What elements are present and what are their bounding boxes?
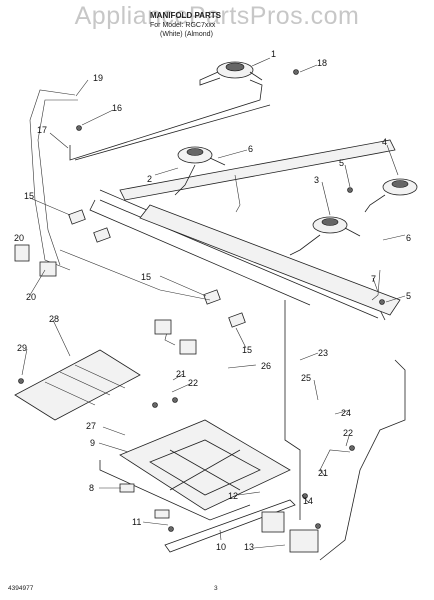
callout-22b: 22: [343, 428, 353, 438]
callout-15b: 15: [141, 272, 151, 282]
harness-bracket-b: [39, 261, 57, 277]
burner-3: [289, 216, 361, 256]
callout-5b: 5: [406, 291, 411, 301]
igniter-wire-right: [371, 269, 381, 301]
color-line: (White) (Almond): [160, 31, 213, 38]
callout-27: 27: [86, 421, 96, 431]
doc-number: 4394977: [8, 585, 34, 592]
callout-29: 29: [17, 343, 27, 353]
callout-7: 7: [371, 274, 376, 284]
oven-burner-frame: [149, 439, 261, 496]
callout-17: 17: [37, 125, 47, 135]
callout-21a: 21: [176, 369, 186, 379]
harness-bracket-c: [154, 319, 172, 335]
callout-15c: 15: [242, 345, 252, 355]
callout-3: 3: [314, 175, 319, 185]
manifold-support-plate: [139, 204, 401, 316]
burner-1: [199, 61, 263, 86]
oven-burner-rod: [164, 499, 296, 553]
oven-valve: [289, 529, 319, 553]
heat-shield-ribs: [44, 364, 126, 406]
igniter-wire-top: [234, 174, 241, 213]
callout-10: 10: [216, 542, 226, 552]
callout-13: 13: [244, 542, 254, 552]
oven-bracket-a: [119, 483, 135, 493]
callout-14: 14: [303, 496, 313, 506]
callout-19: 19: [93, 73, 103, 83]
oven-tube: [319, 359, 406, 561]
oven-burner-x: [169, 449, 241, 491]
callout-1: 1: [271, 49, 276, 59]
harness-bracket-a: [14, 244, 30, 262]
callout-24: 24: [341, 408, 351, 418]
valves-left: [68, 209, 246, 328]
burner-bracket-plate: [119, 139, 396, 201]
callout-9: 9: [90, 438, 95, 448]
screw-set: [18, 69, 385, 532]
callout-8: 8: [89, 483, 94, 493]
callout-20a: 20: [14, 233, 24, 243]
callout-12: 12: [228, 491, 238, 501]
manifold-tube-upper: [69, 79, 263, 161]
callout-6b: 6: [406, 233, 411, 243]
callout-21b: 21: [318, 468, 328, 478]
callout-5a: 5: [339, 158, 344, 168]
callout-25: 25: [301, 373, 311, 383]
supply-tube: [284, 300, 301, 520]
callout-22a: 22: [188, 378, 198, 388]
callout-4: 4: [382, 137, 387, 147]
callout-16: 16: [112, 103, 122, 113]
burner-4: [364, 178, 418, 213]
oven-burner-rail: [99, 460, 251, 521]
gas-regulator: [261, 511, 285, 533]
page-number: 3: [214, 585, 218, 592]
manifold-lower-rail: [89, 199, 311, 306]
manifold-tube-upper-2: [74, 104, 271, 161]
watermark: AppliancePartsPros.com: [74, 2, 360, 30]
oven-burner-tray: [119, 419, 291, 511]
callout-28: 28: [49, 314, 59, 324]
burner-2: [174, 146, 226, 196]
callout-18: 18: [317, 58, 327, 68]
oven-bracket-b: [154, 509, 170, 519]
callout-11: 11: [132, 517, 141, 527]
model-line: For Model: RGC7xxx: [150, 22, 216, 29]
harness-bracket-d: [179, 339, 197, 355]
callout-labels: 1 2 3 4 5 5 6 6 7 8 9 10 11 12 13 14 15 …: [14, 49, 411, 552]
wire-harness-mid: [59, 249, 211, 301]
callout-20b: 20: [26, 292, 36, 302]
thermostat-wire: [319, 449, 351, 471]
heat-shield: [14, 349, 141, 421]
callout-15a: 15: [24, 191, 34, 201]
callout-6a: 6: [248, 144, 253, 154]
callout-2: 2: [147, 174, 152, 184]
callout-26: 26: [261, 361, 271, 371]
wire-harness-left-2: [37, 99, 78, 266]
diagram-title: MANIFOLD PARTS: [150, 11, 221, 20]
callout-23: 23: [318, 348, 328, 358]
leader-lines: [21, 57, 406, 549]
